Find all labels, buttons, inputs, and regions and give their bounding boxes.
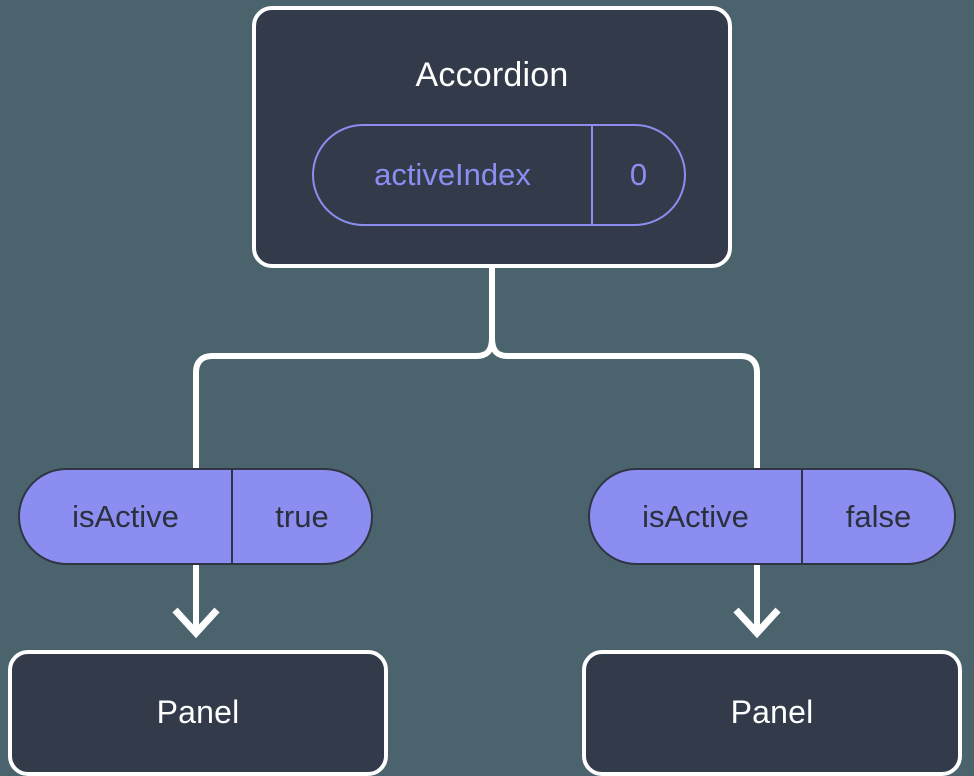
left-panel-title: Panel [156,694,240,730]
left-panel-component-card[interactable]: Panel [8,650,388,776]
accordion-state-key: activeIndex [314,126,593,224]
accordion-state-value: 0 [629,157,648,192]
right-prop-key: isActive [590,470,803,563]
right-prop-value: false [845,498,912,534]
left-prop-value: true [275,498,329,534]
right-panel-component-card[interactable]: Panel [582,650,962,776]
arrow-left-head-icon [172,607,220,639]
accordion-component-card[interactable]: Accordion activeIndex 0 [252,6,732,268]
arrow-right-head-icon [733,607,781,639]
connector-branch-left [193,337,495,468]
right-panel-title: Panel [730,694,814,730]
left-prop-pill[interactable]: isActive true [18,468,373,565]
right-prop-pill[interactable]: isActive false [588,468,956,565]
connector-branch-right [489,337,760,468]
left-prop-key: isActive [20,470,233,563]
accordion-title: Accordion [415,56,569,94]
accordion-state-pill[interactable]: activeIndex 0 [312,124,686,226]
